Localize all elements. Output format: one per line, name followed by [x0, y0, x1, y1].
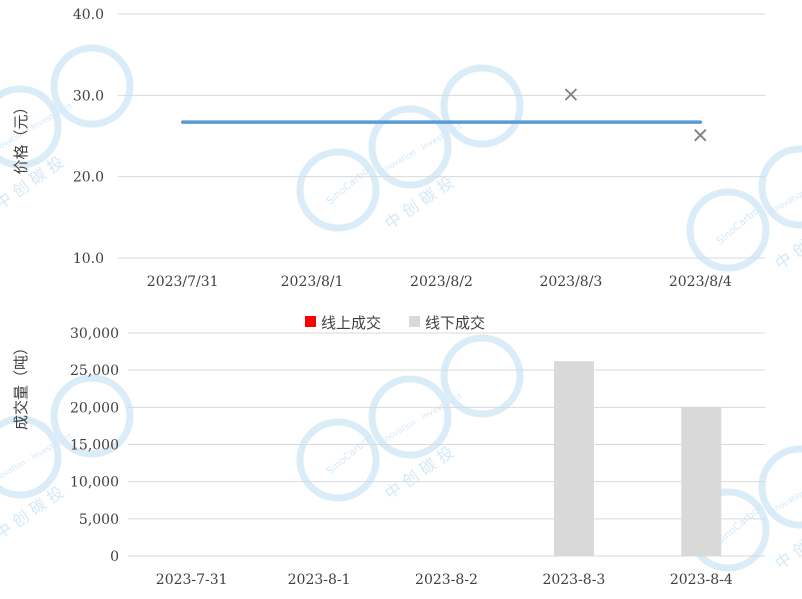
price-y-tick: 10.0	[73, 251, 104, 267]
watermark-ring	[0, 85, 62, 169]
legend-label-offline: 线下成交	[425, 314, 485, 332]
volume-legend: 线上成交 线下成交	[305, 314, 485, 332]
volume-y-tick: 25,000	[70, 363, 119, 379]
watermark-ring	[440, 64, 524, 148]
volume-y-tick: 30,000	[70, 326, 119, 342]
volume-y-tick: 10,000	[70, 475, 119, 491]
volume-x-tick-labels: 2023-7-31 2023-8-1 2023-8-2 2023-8-3 2023-8-…	[156, 572, 733, 588]
watermark-ring	[368, 375, 452, 459]
volume-x-tick: 2023-8-3	[542, 572, 605, 588]
price-x-tick: 2023/8/1	[281, 274, 344, 290]
watermark-ring	[686, 188, 770, 272]
watermark-tagline: Innovation · Investment	[767, 161, 802, 216]
price-x-tick-labels: 2023/7/31 2023/8/1 2023/8/2 2023/8/3 2023/8/…	[147, 274, 732, 290]
price-y-tick: 20.0	[73, 170, 104, 186]
volume-gridlines	[128, 332, 765, 557]
watermark-ring	[440, 334, 524, 418]
volume-y-tick-labels: 0 5,000 10,000 15,000 20,000 25,000 30,000	[70, 326, 119, 565]
price-y-tick: 30.0	[73, 88, 104, 104]
volume-x-tick: 2023-8-1	[288, 572, 351, 588]
watermark-ring	[50, 44, 134, 128]
price-point-marker	[564, 88, 578, 101]
watermark-ring	[758, 445, 802, 529]
price-point-marker	[694, 129, 707, 142]
price-x-tick: 2023/8/4	[669, 274, 732, 290]
watermark-tagline: Innovation · Investment	[767, 461, 802, 516]
price-y-axis-title: 价格（元）	[12, 99, 30, 174]
volume-y-tick: 15,000	[70, 438, 119, 454]
price-gridlines	[118, 13, 765, 259]
watermark-ring	[368, 105, 452, 189]
volume-x-tick: 2023-8-2	[415, 572, 478, 588]
price-y-tick-labels: 10.0 20.0 30.0 40.0	[73, 7, 104, 267]
watermark-brand: SinoCarbon	[325, 432, 376, 477]
watermark-ring	[50, 374, 134, 458]
volume-y-axis-title: 成交量（吨）	[12, 340, 30, 430]
price-y-tick: 40.0	[73, 7, 104, 23]
legend-swatch-online	[305, 316, 316, 327]
watermark-brand: SinoCarbon	[715, 502, 766, 547]
legend-label-online: 线上成交	[321, 314, 381, 332]
price-x-tick: 2023/7/31	[147, 274, 219, 290]
volume-chart: 0 5,000 10,000 15,000 20,000 25,000 30,000 202…	[12, 314, 765, 588]
watermark-ring	[296, 148, 380, 232]
watermark-ring	[0, 415, 62, 499]
watermark-ring	[296, 418, 380, 502]
volume-y-tick: 0	[110, 549, 119, 565]
volume-y-tick: 5,000	[79, 512, 119, 528]
watermark-ring	[758, 145, 802, 229]
price-marker-stroke	[564, 88, 578, 101]
price-series	[180, 88, 707, 142]
price-chart: 10.0 20.0 30.0 40.0 2023/7/31 2023/8/1 2023/8…	[12, 7, 765, 290]
price-x-tick: 2023/8/2	[410, 274, 473, 290]
watermark-brand: SinoCarbon	[715, 202, 766, 247]
volume-bar-offline	[553, 361, 594, 556]
price-marker-stroke	[694, 129, 707, 142]
volume-x-tick: 2023-8-4	[670, 572, 733, 588]
volume-bar-offline	[681, 407, 722, 556]
watermark-brand: SinoCarbon	[325, 162, 376, 207]
legend-swatch-offline	[409, 316, 420, 327]
volume-x-tick: 2023-7-31	[156, 572, 228, 588]
volume-y-tick: 20,000	[70, 400, 119, 416]
watermark-tagline: Innovation · Investment	[0, 431, 74, 486]
volume-bars	[553, 361, 722, 556]
price-x-tick: 2023/8/3	[539, 274, 602, 290]
